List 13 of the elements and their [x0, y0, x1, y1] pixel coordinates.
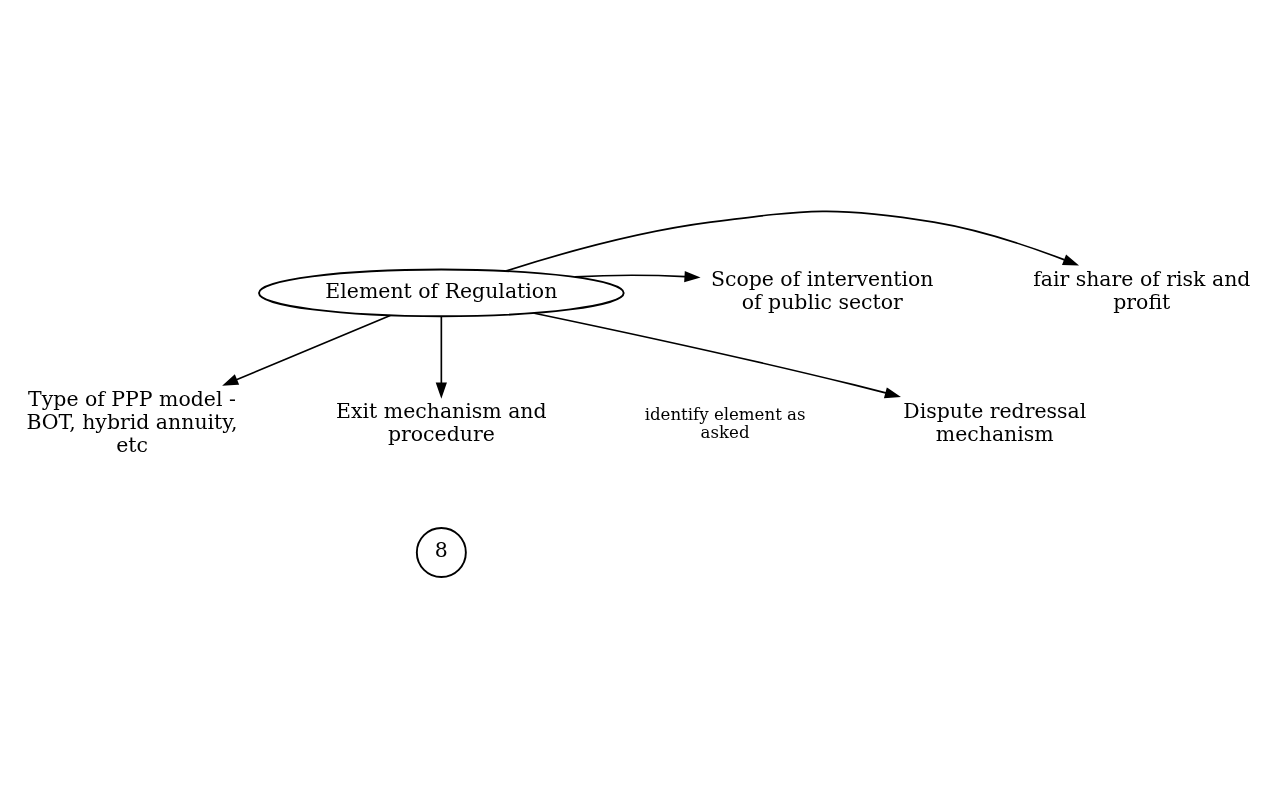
arrow — [435, 315, 447, 399]
arrow — [222, 314, 392, 386]
arrow — [505, 210, 1080, 272]
label: identify element as asked — [644, 404, 806, 442]
node-text: fair share of risk and profit — [1033, 266, 1251, 314]
node-ellipse: Element of Regulation — [258, 268, 625, 317]
node-circle: 8 — [415, 526, 467, 578]
node-text: Scope of intervention of public sector — [710, 266, 934, 314]
node-text: Type of PPP model - BOT, hybrid annuity, etc — [26, 386, 238, 457]
arrow — [574, 270, 701, 282]
node-text: Exit mechanism and procedure — [336, 398, 547, 446]
arrow — [533, 311, 901, 398]
node-text: Dispute redressal mechanism — [903, 398, 1087, 446]
